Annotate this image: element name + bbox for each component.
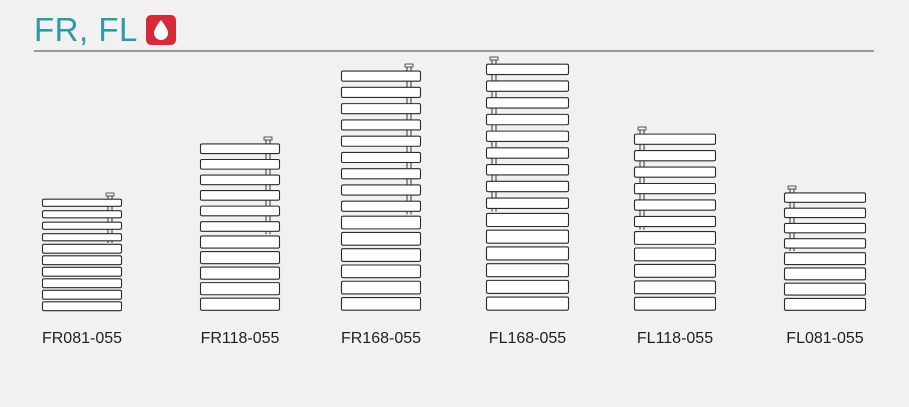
radiator-bar — [340, 103, 422, 115]
model-label: FR168-055 — [340, 330, 422, 347]
radiator-bar — [340, 184, 422, 196]
radiator-bar — [199, 190, 281, 201]
radiator-bar — [633, 230, 717, 245]
radiator-bar — [633, 166, 717, 178]
radiator-bar — [485, 263, 570, 278]
radiator-bar — [783, 282, 867, 296]
radiator-bar — [340, 248, 422, 262]
radiator-bar — [633, 263, 717, 278]
radiator-bar — [485, 246, 570, 261]
water-drop-badge — [145, 15, 176, 45]
header: FR, FL — [34, 8, 176, 52]
radiator-bar — [633, 247, 717, 262]
radiator-bar — [340, 168, 422, 180]
radiator-bar — [199, 174, 281, 186]
model-label: FR118-055 — [200, 330, 280, 347]
radiator-drawing — [633, 126, 717, 311]
radiator-bar — [783, 238, 867, 249]
radiator-bar — [199, 235, 281, 249]
radiator-fl118-055 — [633, 125, 717, 314]
radiator-bar — [41, 210, 123, 219]
radiator-drawing — [783, 185, 867, 311]
radiator-bar — [41, 301, 123, 312]
radiator-bar — [41, 233, 123, 242]
radiator-fr081-055 — [41, 191, 123, 314]
radiator-bar — [41, 278, 123, 289]
radiator-bar — [485, 147, 570, 159]
page-title: FR, FL — [34, 11, 138, 48]
model-label: FL081-055 — [786, 330, 864, 347]
collector-cap — [404, 63, 414, 68]
radiator-drawing — [199, 136, 281, 311]
radiator-bar — [783, 267, 867, 281]
radiator-bar — [41, 221, 123, 230]
radiator-bar — [485, 97, 570, 109]
radiator-bar — [633, 280, 717, 295]
water-drop-icon — [153, 20, 168, 40]
radiator-bar — [633, 133, 717, 145]
radiator-bar — [199, 297, 281, 311]
radiator-bar — [340, 200, 422, 212]
radiator-bar — [633, 182, 717, 195]
radiator-drawing — [41, 192, 123, 312]
radiator-bar — [633, 199, 717, 211]
radiator-bar — [41, 198, 123, 207]
radiator-bar — [783, 192, 867, 203]
radiator-bar — [41, 266, 123, 277]
radiator-bar — [340, 280, 422, 295]
radiator-bar — [199, 221, 281, 232]
radiator-bar — [340, 151, 422, 164]
radiator-fl081-055 — [783, 184, 867, 314]
radiator-bar — [633, 150, 717, 162]
collector-cap — [263, 136, 273, 141]
radiator-drawing — [340, 63, 422, 311]
radiator-bar — [199, 250, 281, 265]
model-label: FL118-055 — [636, 330, 714, 347]
radiator-bar — [485, 80, 570, 92]
collector-cap — [637, 126, 647, 131]
radiator-bar — [485, 63, 570, 76]
radiator-bar — [485, 113, 570, 126]
radiator-bar — [199, 282, 281, 296]
radiator-bar — [485, 212, 570, 228]
radiator-bar — [340, 119, 422, 131]
radiator-bar — [340, 70, 422, 82]
collector-cap — [489, 56, 499, 61]
radiator-bar — [340, 296, 422, 311]
radiator-bar — [340, 135, 422, 147]
radiator-bar — [340, 264, 422, 279]
model-label: FR081-055 — [41, 330, 123, 347]
radiator-bar — [199, 205, 281, 217]
radiator-bar — [199, 158, 281, 170]
radiator-drawing — [485, 56, 570, 311]
radiator-bar — [783, 297, 867, 311]
radiator-bar — [485, 279, 570, 294]
collector-cap — [787, 185, 797, 190]
radiator-bar — [783, 222, 867, 234]
header-divider — [34, 50, 874, 52]
radiator-bar — [633, 296, 717, 311]
radiator-bar — [340, 86, 422, 98]
radiator-bar — [199, 143, 281, 155]
collector-cap — [105, 192, 115, 197]
radiator-bar — [485, 164, 570, 176]
radiator-fl168-055 — [485, 55, 570, 314]
radiator-bar — [783, 252, 867, 266]
radiator-bar — [485, 229, 570, 244]
radiator-bar — [41, 255, 123, 266]
radiator-bar — [199, 266, 281, 280]
radiator-bar — [41, 289, 123, 300]
radiator-fr118-055 — [199, 135, 281, 314]
radiator-bar — [41, 243, 123, 254]
radiator-bar — [485, 197, 570, 209]
radiator-fr168-055 — [340, 62, 422, 314]
radiator-bar — [485, 296, 570, 311]
radiator-bar — [340, 215, 422, 230]
radiator-bar — [783, 207, 867, 219]
radiator-bar — [485, 130, 570, 143]
radiator-bar — [633, 215, 717, 228]
radiator-bar — [485, 180, 570, 193]
model-label: FL168-055 — [488, 330, 567, 347]
radiator-bar — [340, 231, 422, 246]
